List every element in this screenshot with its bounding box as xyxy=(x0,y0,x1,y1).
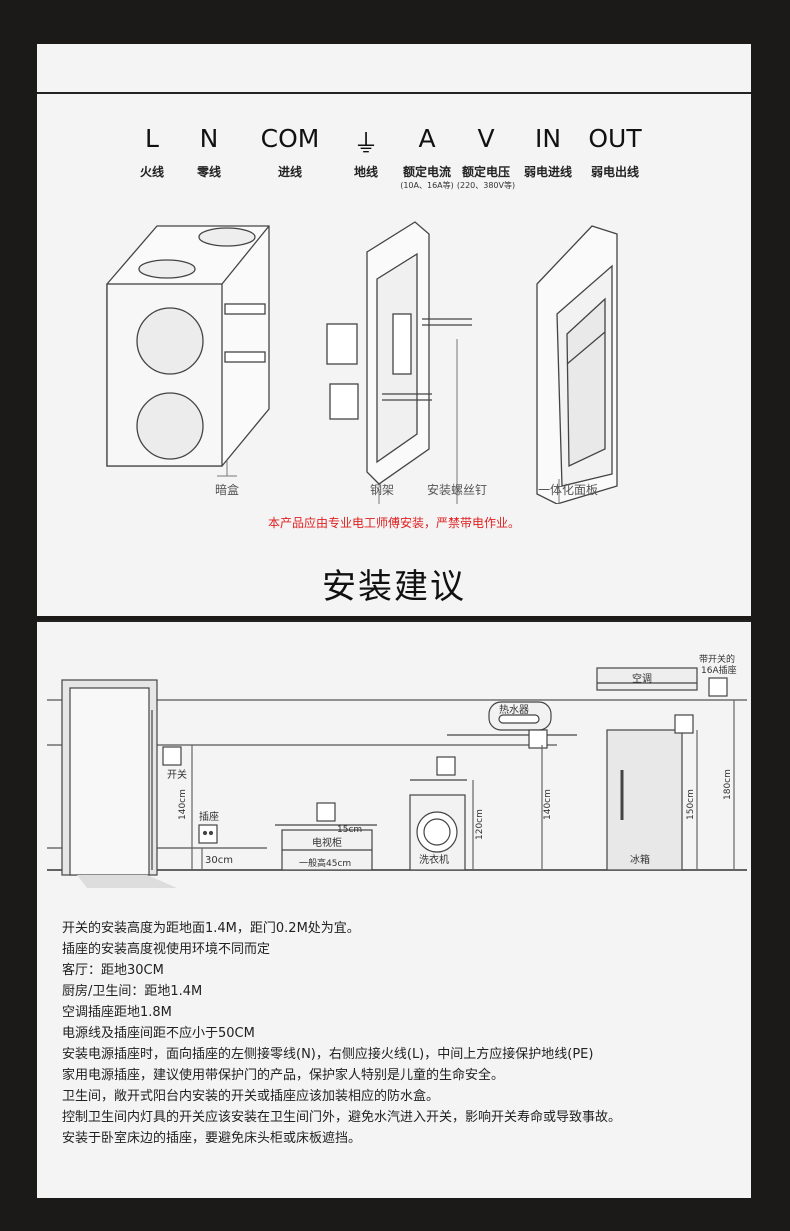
h120-label: 120cm xyxy=(475,809,485,840)
note-line: 家用电源插座，建议使用带保护门的产品，保护家人特别是儿童的生命安全。 xyxy=(62,1068,505,1083)
face-plate-icon xyxy=(536,225,618,504)
tv-cabinet-label: 电视柜 xyxy=(312,836,342,849)
note-line: 电源线及插座间距不应小于50CM xyxy=(62,1026,255,1041)
part-label-face-plate: 一体化面板 xyxy=(537,483,598,497)
socket-16a-line2: 16A插座 xyxy=(701,664,737,676)
socket-16a-line1: 带开关的 xyxy=(699,653,735,665)
air-conditioner-icon xyxy=(596,667,698,691)
note-line: 客厅：距地30CM xyxy=(62,963,164,978)
top-rule xyxy=(37,92,751,94)
tv-cabinet-icon xyxy=(275,824,377,871)
washer-socket-icon xyxy=(436,756,456,776)
exploded-view-drawing xyxy=(106,221,618,504)
part-label-steel-frame: 钢架 xyxy=(369,483,394,497)
symbol-out: OUT xyxy=(588,124,642,153)
symbol-v-note: (220、380V等) xyxy=(456,181,516,190)
h180-label: 180cm xyxy=(723,769,733,800)
heater-socket-icon xyxy=(528,729,548,749)
socket-label: 插座 xyxy=(199,810,219,823)
socket-icon xyxy=(198,824,218,844)
note-line: 卫生间，敞开式阳台内安装的开关或插座应该加装相应的防水盒。 xyxy=(62,1089,440,1104)
symbol-l: L xyxy=(145,124,159,153)
symbol-out-label: 弱电出线 xyxy=(590,165,639,179)
h140-left-label: 140cm xyxy=(178,789,188,820)
back-box-icon xyxy=(106,225,270,467)
symbol-com: COM xyxy=(260,124,320,153)
washer-label: 洗衣机 xyxy=(419,853,449,866)
installation-panel: 开关 插座 30cm 140cm 15cm 电视柜 一般高45cm 洗衣机 12… xyxy=(37,620,751,1198)
symbol-n-label: 零线 xyxy=(196,165,221,179)
symbol-l-label: 火线 xyxy=(139,165,164,179)
water-heater-label: 热水器 xyxy=(499,703,529,716)
switch-label: 开关 xyxy=(167,768,187,781)
fridge-label: 冰箱 xyxy=(630,853,650,866)
ground-icon: ⏚ xyxy=(353,129,379,158)
installation-height-diagram: 开关 插座 30cm 140cm 15cm 电视柜 一般高45cm 洗衣机 12… xyxy=(47,653,747,888)
aircon-label: 空调 xyxy=(632,672,652,685)
fridge-socket-icon xyxy=(674,714,694,734)
note-line: 厨房/卫生间：距地1.4M xyxy=(62,984,203,999)
part-label-back-box: 暗盒 xyxy=(214,483,239,497)
installation-notes: 开关的安装高度为距地面1.4M，距门0.2M处为宜。 插座的安装高度视使用环境不… xyxy=(62,918,742,1149)
symbol-n: N xyxy=(199,124,219,153)
symbol-a: A xyxy=(418,124,436,153)
note-line: 开关的安装高度为距地面1.4M，距门0.2M处为宜。 xyxy=(62,921,360,936)
aircon-socket-icon xyxy=(708,677,728,697)
tv-height-label: 一般高45cm xyxy=(299,857,351,869)
note-line: 控制卫生间内灯具的开关应该安装在卫生间门外，避免水汽进入开关，影响开关寿命或导致… xyxy=(62,1110,622,1125)
symbol-ground-label: 地线 xyxy=(353,165,378,179)
part-label-screws: 安装螺丝钉 xyxy=(426,483,487,497)
note-line: 空调插座距地1.8M xyxy=(62,1005,172,1020)
section-title: 安装建议 xyxy=(322,567,466,607)
h30-label: 30cm xyxy=(205,855,233,866)
tv-socket-icon xyxy=(316,802,336,822)
steel-frame-icon xyxy=(326,221,430,485)
washing-machine-icon xyxy=(409,794,466,871)
symbol-v-label: 额定电压 xyxy=(461,165,510,179)
note-line: 安装于卧室床边的插座，要避免床头柜或床板遮挡。 xyxy=(62,1131,362,1146)
switch-icon xyxy=(162,746,182,766)
symbol-a-note: (10A、16A等) xyxy=(400,181,454,190)
fridge-icon xyxy=(606,729,683,871)
safety-warning: 本产品应由专业电工师傅安装，严禁带电作业。 xyxy=(267,516,520,530)
h140-mid-label: 140cm xyxy=(543,789,553,820)
water-heater-icon xyxy=(488,701,552,731)
door-icon xyxy=(61,679,177,888)
symbol-in: IN xyxy=(534,124,562,153)
screw-icon xyxy=(382,318,472,401)
symbol-v: V xyxy=(477,124,495,153)
note-line: 安装电源插座时，面向插座的左侧接零线(N)，右侧应接火线(L)，中间上方应接保护… xyxy=(62,1047,594,1062)
symbol-in-label: 弱电进线 xyxy=(523,165,572,179)
panel2-top-rule xyxy=(37,620,751,622)
h150-label: 150cm xyxy=(686,789,696,820)
h15-label: 15cm xyxy=(337,825,362,835)
symbol-a-label: 额定电流 xyxy=(402,165,451,179)
symbol-com-label: 进线 xyxy=(277,165,302,179)
product-panel: L 火线 N 零线 COM 进线 ⏚ 地线 A 额定电流 (10A、16A等) … xyxy=(37,44,751,616)
note-line: 插座的安装高度视使用环境不同而定 xyxy=(62,942,271,957)
